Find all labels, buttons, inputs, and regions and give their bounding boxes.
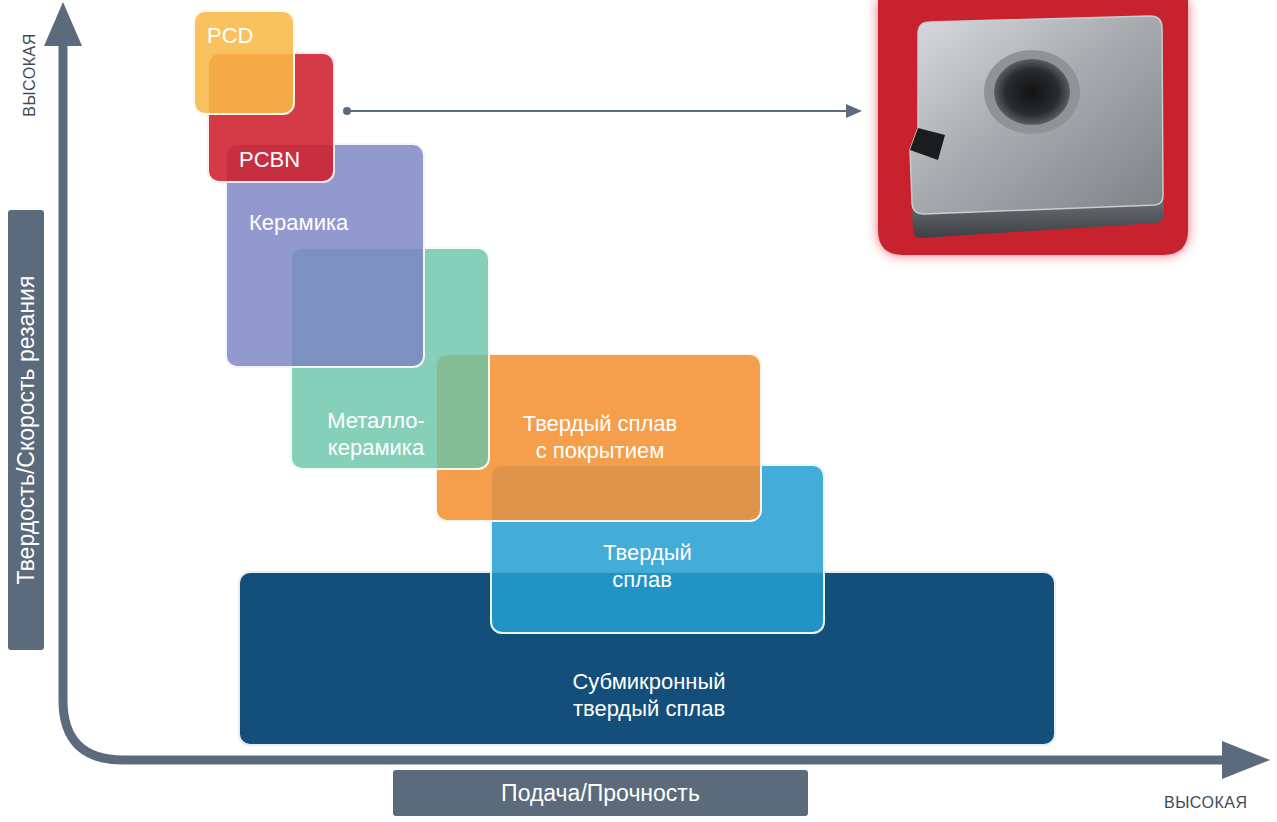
material-label: Металло- керамика — [326, 407, 427, 462]
axis-title-box: Подача/Прочность — [393, 770, 808, 816]
insert-hole — [994, 59, 1070, 125]
insert-illustration — [878, 0, 1188, 255]
axis-high-label: ВЫСОКАЯ — [21, 33, 39, 117]
material-label: Твердый сплав с покрытием — [523, 410, 678, 465]
axes — [44, 2, 1270, 779]
material-box: PCD — [193, 10, 295, 115]
material-label: Керамика — [249, 209, 348, 237]
leader-line — [343, 104, 862, 118]
axis-arrowhead — [44, 2, 82, 46]
axis-title: Твердость/Скорость резания — [12, 276, 41, 585]
axis-title: Подача/Прочность — [501, 779, 700, 808]
axis-title-box: Твердость/Скорость резания — [8, 210, 44, 650]
material-label: Субмикронный твердый сплав — [571, 668, 727, 723]
axis-arrowhead — [1222, 741, 1270, 779]
leader-arrowhead — [846, 104, 862, 118]
material-label: Твердый сплав — [603, 539, 681, 594]
axis-high-label: ВЫСОКАЯ — [1164, 794, 1248, 812]
material-label: PCD — [207, 22, 253, 50]
red-panel — [878, 0, 1188, 255]
insert-top — [910, 16, 1163, 214]
cutting-tip — [910, 128, 945, 160]
leader-line — [347, 110, 850, 112]
material-label: PCBN — [239, 146, 300, 174]
hole-rim — [984, 50, 1080, 134]
